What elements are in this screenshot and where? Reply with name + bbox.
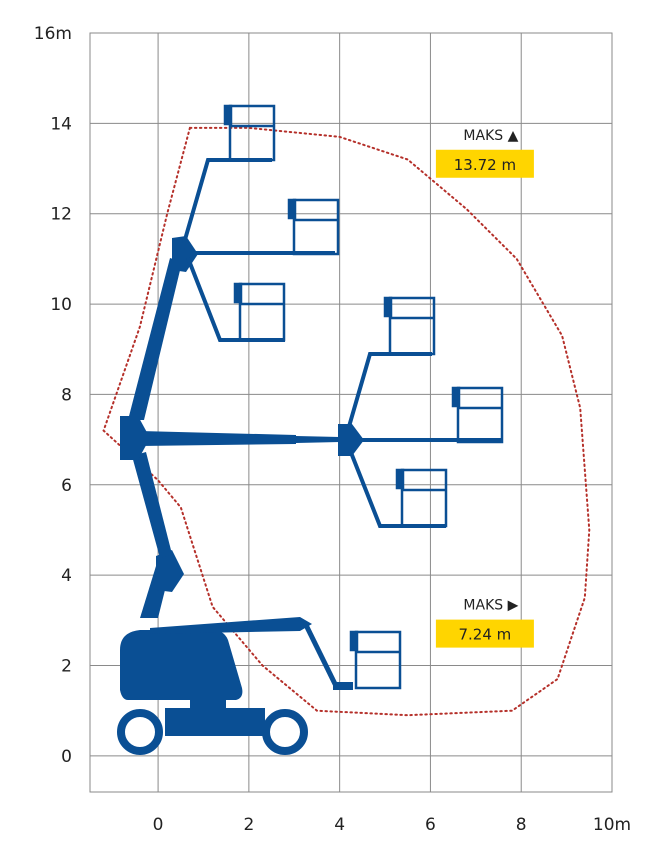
riser-knuckle xyxy=(156,550,184,592)
max-annotations: MAKS ▲ 13.72 m MAKS ▶ 7.24 m xyxy=(435,128,534,648)
max-label: MAKS ▶ xyxy=(463,598,518,614)
turntable xyxy=(120,630,243,700)
chassis xyxy=(165,708,265,736)
basket-top-flat xyxy=(287,198,340,256)
y-tick-label: 6 xyxy=(61,476,72,496)
max-value-box xyxy=(435,619,534,648)
max-value: 13.72 m xyxy=(454,156,516,174)
axis-ticks: 0 2 4 6 8 10m 0 2 4 6 8 10 12 14 16m xyxy=(34,24,631,835)
x-tick-label: 0 xyxy=(153,815,164,835)
basket-mid-up xyxy=(383,296,436,356)
x-tick-label: 2 xyxy=(243,815,254,835)
y-tick-label: 2 xyxy=(61,657,72,677)
y-tick-label: 10 xyxy=(50,295,72,315)
max-value: 7.24 m xyxy=(459,626,512,644)
lower-jib xyxy=(150,617,312,634)
jib-link xyxy=(303,623,339,688)
rear-wheel xyxy=(117,709,163,755)
front-wheel xyxy=(262,709,308,755)
upper-riser xyxy=(132,452,172,558)
basket-mid-down xyxy=(395,468,448,528)
main-pivot xyxy=(120,416,150,460)
y-tick-label: 8 xyxy=(61,385,72,405)
main-boom xyxy=(140,431,296,446)
plot-frame xyxy=(89,32,613,793)
x-tick-label: 6 xyxy=(425,815,436,835)
y-tick-label: 14 xyxy=(50,114,72,134)
jib-mid-up xyxy=(346,352,432,431)
platform-baskets xyxy=(223,104,504,690)
x-tick-label: 4 xyxy=(334,815,345,835)
x-tick-label: 8 xyxy=(516,815,527,835)
max-label: MAKS ▲ xyxy=(463,128,518,144)
max-value-box xyxy=(435,149,534,178)
boom-knuckle-mid xyxy=(338,424,364,456)
basket-mid-flat xyxy=(451,386,504,444)
x-tick-label: 10m xyxy=(593,815,631,835)
y-tick-label: 16m xyxy=(34,24,72,44)
jib-foot xyxy=(333,682,353,690)
basket-low xyxy=(349,630,402,690)
y-tick-label: 12 xyxy=(50,205,72,225)
upper-boom xyxy=(128,258,182,420)
main-boom-tip xyxy=(296,436,340,443)
y-tick-label: 0 xyxy=(61,747,72,767)
y-tick-label: 4 xyxy=(61,566,72,586)
basket-top-down xyxy=(233,282,286,342)
basket-top-up xyxy=(223,104,276,162)
boom-lift-illustration xyxy=(117,158,502,755)
jib-top-up xyxy=(180,158,272,251)
